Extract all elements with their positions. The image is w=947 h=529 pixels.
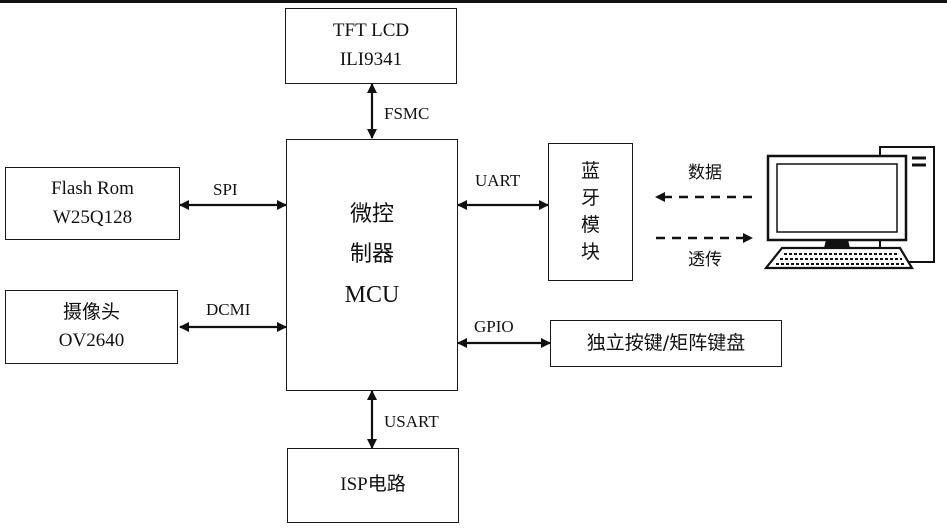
isp-label: ISP电路 bbox=[340, 474, 406, 496]
dcmi-label: DCMI bbox=[206, 300, 251, 319]
keypad-block: 独立按键/矩阵键盘 bbox=[550, 320, 782, 367]
isp-block: ISP电路 bbox=[287, 448, 459, 523]
gpio-label: GPIO bbox=[474, 317, 514, 336]
camera-model: OV2640 bbox=[58, 330, 125, 351]
flash-title: Flash Rom bbox=[51, 177, 134, 199]
top-border-line bbox=[0, 0, 947, 3]
mcu-line-1: 微控 bbox=[349, 202, 394, 227]
data-label: 数据 bbox=[688, 163, 722, 183]
camera-title: 摄像头 bbox=[62, 301, 120, 324]
mcu-line-2: 制器 bbox=[349, 242, 394, 268]
lcd-block: TFT LCD ILI9341 bbox=[285, 8, 457, 84]
bluetooth-char-1: 蓝 bbox=[580, 160, 600, 183]
desktop-computer-icon bbox=[763, 146, 935, 270]
passthrough-label: 透传 bbox=[688, 250, 722, 270]
usart-label: USART bbox=[384, 412, 439, 431]
uart-label: UART bbox=[475, 171, 521, 190]
bluetooth-char-2: 牙 bbox=[580, 187, 600, 210]
mcu-block: 微控 制器 MCU bbox=[286, 139, 458, 391]
lcd-title: TFT LCD bbox=[332, 20, 410, 42]
bluetooth-char-4: 块 bbox=[580, 240, 600, 263]
fsmc-label: FSMC bbox=[384, 104, 430, 123]
keypad-label: 独立按键/矩阵键盘 bbox=[586, 332, 746, 355]
flash-block: Flash Rom W25Q128 bbox=[5, 167, 180, 240]
bluetooth-block: 蓝 牙 模 块 bbox=[548, 143, 633, 281]
camera-block: 摄像头 OV2640 bbox=[5, 290, 178, 364]
spi-label: SPI bbox=[213, 180, 238, 199]
flash-model: W25Q128 bbox=[52, 206, 133, 228]
bluetooth-char-3: 模 bbox=[580, 214, 600, 236]
lcd-model: ILI9341 bbox=[339, 49, 403, 70]
mcu-line-3: MCU bbox=[344, 281, 400, 308]
